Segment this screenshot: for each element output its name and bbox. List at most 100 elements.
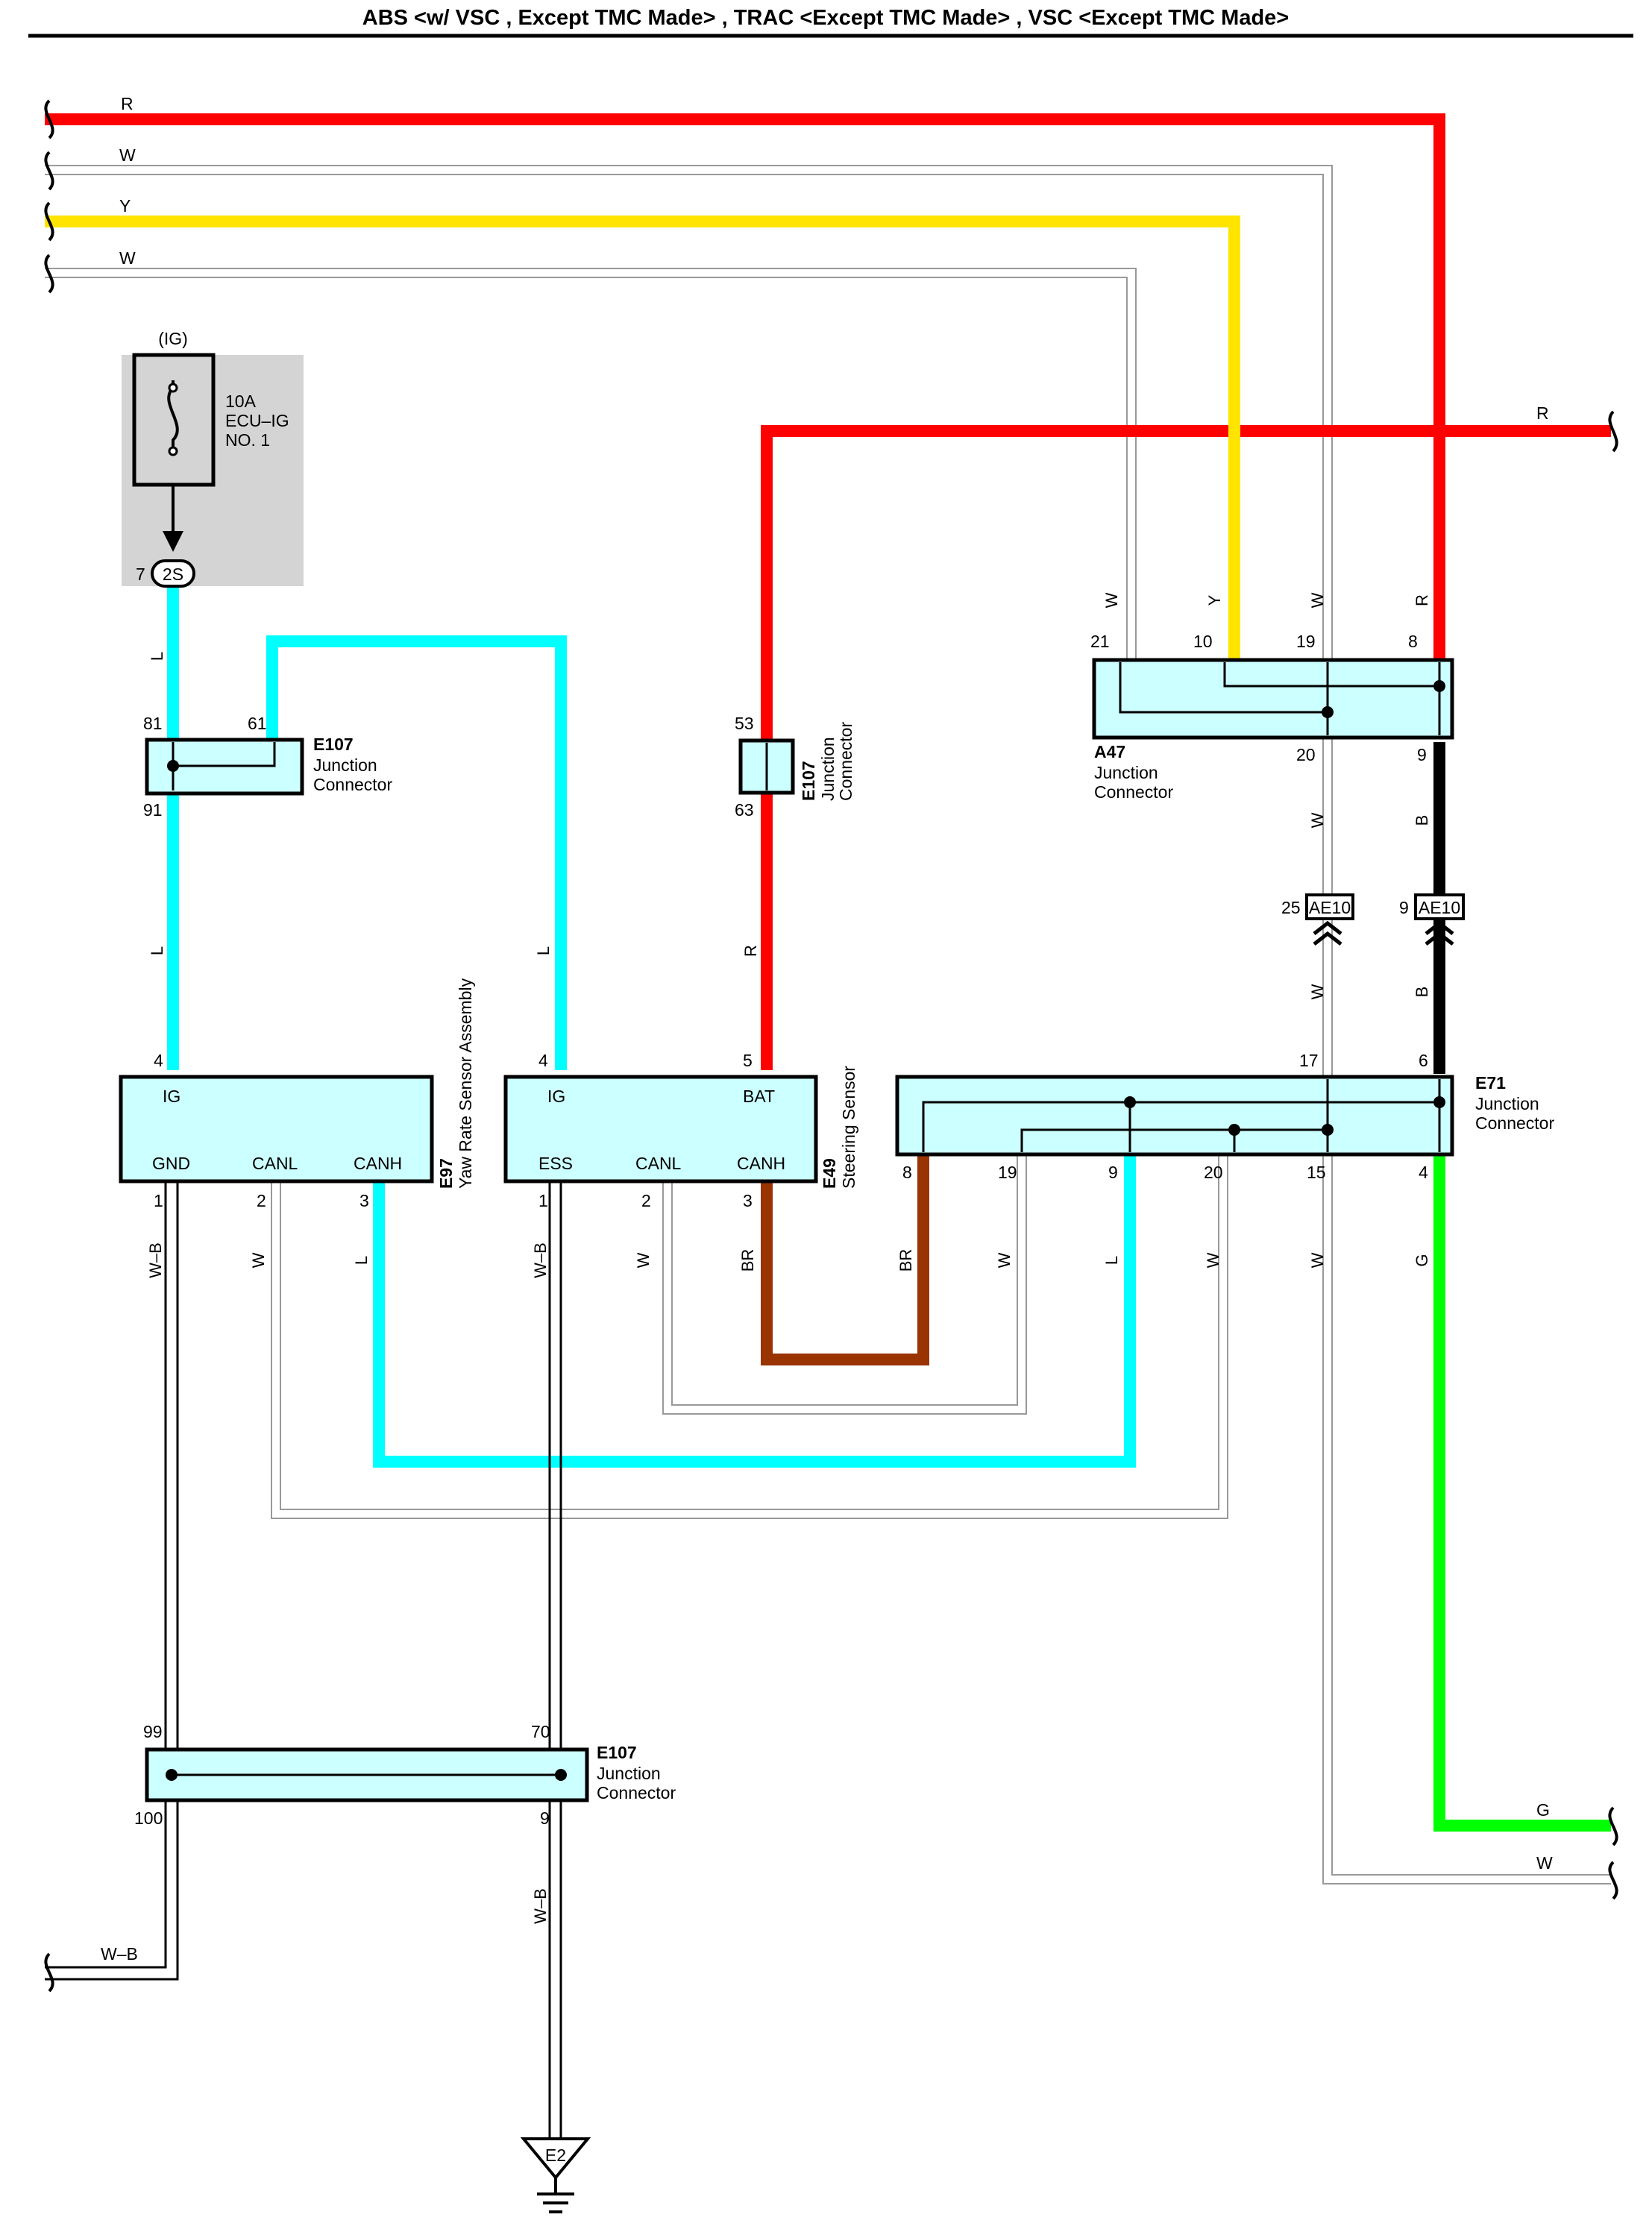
left-wire-w2: W (119, 248, 136, 268)
ground-e2-label: E2 (545, 2146, 566, 2165)
e49-wire-wb: W–B (531, 1242, 550, 1278)
e71-internal-lines (922, 1079, 1441, 1152)
e49-pin-bat: 5 (743, 1051, 753, 1070)
e71-wire-g-4: G (1413, 1254, 1431, 1266)
a47-pin-9: 9 (1417, 745, 1427, 764)
e71-pin-4: 4 (1419, 1163, 1428, 1182)
a47-wire-w-20: W (1308, 812, 1327, 828)
left-wire-wb: W–B (101, 1944, 138, 1964)
a47-wire-r-8: R (1413, 594, 1431, 606)
fuse-connector-2s (151, 559, 195, 588)
fuse-power-source: (IG) (158, 329, 188, 348)
blue-wire-canh (373, 1148, 1136, 1468)
e97-term-ig: IG (163, 1087, 180, 1106)
e107-bottom-splice-dot-1 (166, 1769, 178, 1781)
e71-wire-br: BR (896, 1249, 915, 1272)
fuse-name-1: ECU–IG (225, 411, 289, 430)
left-break-marks (44, 99, 54, 1993)
e107-top-code: E107 (313, 735, 354, 754)
e71-wire-w-15: W (1308, 1252, 1327, 1268)
ground-wire-label: W–B (531, 1888, 550, 1924)
e97-wire-wb: W–B (146, 1242, 165, 1278)
e97-code: E97 (436, 1158, 456, 1189)
e107-mid-pin-53: 53 (735, 714, 754, 733)
fuse-rating: 10A (225, 392, 257, 411)
e107-top-line2: Connector (313, 775, 392, 794)
e107-bottom-splice-dot-2 (555, 1769, 567, 1781)
diagram-title: ABS <w/ VSC , Except TMC Made> , TRAC <E… (362, 6, 1289, 30)
left-wire-y: Y (119, 196, 131, 216)
e97-pin-canh: 3 (359, 1191, 369, 1210)
e107-mid-line2: Connector (836, 722, 855, 801)
a47-pin-20: 20 (1296, 745, 1316, 764)
fuse-terminal-top (168, 383, 178, 393)
e97-pin-ig: 4 (154, 1051, 163, 1070)
e49-name: Steering Sensor (839, 1066, 858, 1189)
e71-pin-8: 8 (902, 1163, 912, 1182)
wire-label-l-1: L (148, 652, 166, 661)
right-wire-r: R (1536, 403, 1549, 423)
e107-bottom-line2: Connector (597, 1783, 676, 1802)
e71-splice-dot-2 (1228, 1124, 1240, 1136)
wire-label-e49-bat: R (741, 945, 760, 957)
e71-wire-w-19: W (995, 1252, 1014, 1268)
ae10-left-pin: 25 (1281, 898, 1301, 917)
e107-mid-code: E107 (799, 761, 818, 801)
ae10-left-connector (1305, 893, 1354, 920)
white-wires-fill (45, 166, 1611, 1883)
e107-top-splice-dot (167, 760, 179, 772)
a47-pin-8: 8 (1408, 632, 1418, 651)
e71-line1: Junction (1475, 1094, 1539, 1113)
a47-splice-dot-w (1322, 706, 1334, 718)
a47-wire-w-21: W (1102, 592, 1121, 608)
right-wire-w: W (1536, 1853, 1553, 1873)
a47-internal-lines (1119, 662, 1441, 735)
wire-label-ae10-w: W (1308, 984, 1327, 999)
e49-steering-sensor (503, 1075, 818, 1183)
e49-pin-canl: 2 (641, 1191, 651, 1210)
e71-pin-17: 17 (1299, 1051, 1319, 1070)
e49-wire-br: BR (738, 1249, 757, 1272)
e107-top-line1: Junction (313, 755, 377, 775)
wire-label-ae10-b: B (1413, 987, 1431, 998)
red-wire-top (45, 113, 1445, 667)
e49-term-bat: BAT (743, 1087, 775, 1106)
e49-term-canl: CANL (635, 1154, 682, 1173)
e97-pin-gnd: 1 (154, 1191, 163, 1210)
e97-wire-w: W (249, 1252, 268, 1268)
e71-splice-dot-3 (1322, 1124, 1334, 1136)
e107-bottom-pin-99: 99 (143, 1722, 163, 1741)
e97-yaw-rate-sensor (119, 1075, 434, 1183)
a47-splice-dot-r (1433, 680, 1445, 692)
e107-top-pin-61: 61 (248, 714, 267, 733)
e97-term-canh: CANH (354, 1154, 402, 1173)
a47-connector (1092, 658, 1454, 740)
left-wire-w1: W (119, 145, 136, 165)
fuse-arrow-icon (163, 531, 183, 552)
wire-label-l-2: L (148, 946, 166, 955)
e107-bottom-pin-100: 100 (134, 1808, 163, 1828)
fuse-terminal-bottom (168, 446, 178, 456)
e49-term-ess: ESS (538, 1154, 573, 1173)
e71-pin-19: 19 (998, 1163, 1017, 1182)
ae10-left-label: AE10 (1309, 898, 1351, 917)
e97-pin-canl: 2 (257, 1191, 266, 1210)
wire-label-e49-ig: L (534, 946, 553, 955)
ae10-right-pin: 9 (1399, 898, 1409, 917)
e71-pin-6: 6 (1419, 1051, 1428, 1070)
a47-code: A47 (1094, 742, 1125, 761)
ae10-left-chevron-icon (1313, 920, 1342, 946)
e71-splice-dot-1 (1124, 1096, 1136, 1108)
ae10-right-connector (1414, 893, 1465, 920)
red-wire-bat (761, 425, 1611, 1070)
a47-wire-b-9: B (1413, 815, 1431, 826)
blue-wire-ig-steer (266, 635, 567, 1070)
fuse-pin: 7 (136, 565, 145, 584)
e107-top-pin-91: 91 (143, 800, 163, 820)
e97-name: Yaw Rate Sensor Assembly (456, 978, 475, 1189)
e97-wire-l: L (352, 1256, 371, 1265)
e49-term-ig: IG (547, 1087, 565, 1106)
e71-pin-15: 15 (1307, 1163, 1326, 1182)
a47-wire-w-19: W (1308, 592, 1327, 608)
